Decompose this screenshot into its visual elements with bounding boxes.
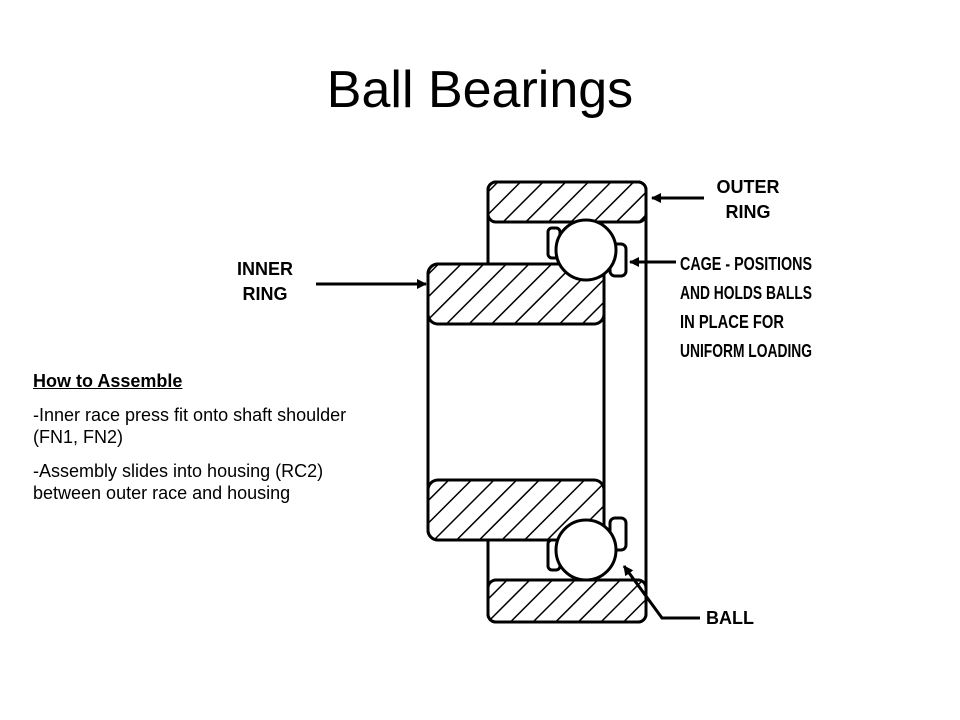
cage-label-line3: IN PLACE FOR: [680, 312, 784, 332]
ball-bottom: [554, 518, 618, 582]
inner-ring-top-section: [426, 262, 606, 326]
ball-label: BALL: [706, 608, 754, 628]
ball-top: [554, 218, 618, 282]
note-item-assembly: -Assembly slides into housing (RC2) betw…: [33, 461, 324, 503]
cage-label-line1: CAGE - POSITIONS: [680, 254, 812, 274]
ball-leader: [622, 565, 700, 620]
cage-label-line2: AND HOLDS BALLS: [680, 283, 812, 303]
cage-label-line4: UNIFORM LOADING: [680, 341, 812, 361]
outer-ring-label-line2: RING: [726, 202, 771, 222]
inner-ring-bottom-section: [426, 478, 606, 542]
assembly-notes: How to Assemble -Inner race press fit on…: [33, 370, 363, 516]
outer-ring-label-line1: OUTER: [717, 177, 780, 197]
slide-title: Ball Bearings: [326, 61, 634, 119]
inner-ring-label-line1: INNER: [237, 259, 293, 279]
note-item-inner-race: -Inner race press fit onto shaft shoulde…: [33, 405, 347, 447]
outer-ring-top-section: [486, 180, 648, 224]
outer-ring-bottom-section: [486, 578, 648, 624]
notes-heading: How to Assemble: [33, 371, 183, 391]
inner-ring-label-line2: RING: [243, 284, 288, 304]
